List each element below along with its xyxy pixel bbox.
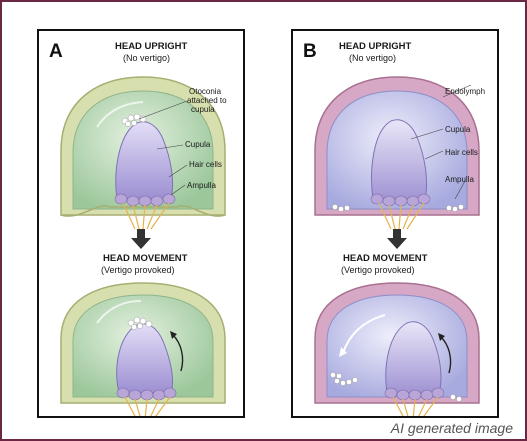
panel-a-bottom-title: HEAD MOVEMENT <box>103 253 187 264</box>
down-arrow-b <box>387 229 407 249</box>
panel-a: A HEAD UPRIGHT (No vertigo) Otoconia att… <box>37 29 245 418</box>
down-arrow-a <box>131 229 151 249</box>
panel-b-top-subtitle: (No vertigo) <box>349 53 396 63</box>
label-cupula-a: Cupula <box>185 140 210 149</box>
label-hair-cells-b: Hair cells <box>445 148 478 157</box>
panel-b-bottom-title: HEAD MOVEMENT <box>343 253 427 264</box>
panel-a-top-title: HEAD UPRIGHT <box>115 41 187 52</box>
label-ampulla-b: Ampulla <box>445 175 474 184</box>
panel-a-bottom-subtitle: (Vertigo provoked) <box>101 265 175 275</box>
label-otoconia-line2: attached to <box>187 96 227 105</box>
label-hair-cells-a: Hair cells <box>189 160 222 169</box>
panel-b-top-title: HEAD UPRIGHT <box>339 41 411 52</box>
panel-b-letter: B <box>303 41 317 63</box>
panel-a-letter: A <box>49 41 63 63</box>
canal-movement-b <box>315 283 479 418</box>
panel-a-top-subtitle: (No vertigo) <box>123 53 170 63</box>
label-otoconia-line1: Otoconia <box>189 87 221 96</box>
label-ampulla-a: Ampulla <box>187 181 216 190</box>
panel-b: B HEAD UPRIGHT (No vertigo) Endolymph Cu… <box>291 29 499 418</box>
panel-b-bottom-subtitle: (Vertigo provoked) <box>341 265 415 275</box>
label-cupula-b: Cupula <box>445 125 470 134</box>
ai-generated-caption: AI generated image <box>391 420 513 436</box>
canal-movement-a <box>61 283 225 418</box>
label-otoconia-line3: cupula <box>191 105 215 114</box>
label-endolymph: Endolymph <box>445 87 485 96</box>
